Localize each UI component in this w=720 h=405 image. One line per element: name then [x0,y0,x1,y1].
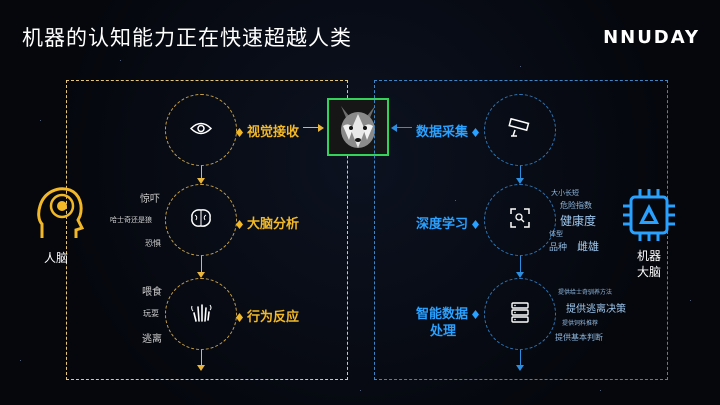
deep-learning-node [484,184,556,256]
human-brain-panel [66,80,348,380]
step-label: 行为反应 [236,306,299,325]
scan-icon [510,208,530,232]
step-label: 深度学习 [416,213,480,232]
slide-title: 机器的认知能力正在快速超越人类 [22,26,352,50]
brand-logo: NNUDAY [603,27,700,48]
flow-arrow [197,365,205,371]
analysis-node [165,184,237,256]
data-collection-node [484,94,556,166]
husky-photo [327,98,389,156]
learning-word: 危险指数 [560,201,592,210]
star [520,66,521,67]
flow-line [201,256,202,273]
learning-word: 品种 [549,243,568,253]
flow-arrow [197,272,205,278]
analysis-word: 哈士奇还是狼 [110,216,152,224]
star [300,30,301,31]
chip-icon [622,188,676,246]
data-processing-node [484,278,556,350]
flow-line [201,166,202,180]
star [250,225,251,226]
eye-icon [189,121,213,140]
processing-word: 提供基本判断 [555,333,603,342]
step-label: 大脑分析 [236,213,299,232]
reaction-word: 逃离 [142,334,162,345]
reaction-word: 玩耍 [143,309,159,318]
head-target-icon [36,184,85,248]
reaction-word: 喂食 [142,287,162,298]
step-label: 数据采集 [416,121,480,140]
processing-word: 提供饲料推荐 [562,320,599,327]
star [20,360,21,361]
hand-wave-icon [190,301,212,327]
human-brain-label: 人脑 [44,251,69,265]
flow-arrow [516,365,524,371]
flow-line [520,166,521,180]
brain-icon [189,208,213,232]
connector [396,127,412,128]
camera-icon [507,117,533,142]
processing-word: 提供给士奇驯养方法 [558,289,613,296]
learning-word: 大小长短 [551,189,579,197]
step-label: 视觉接收 [236,121,299,140]
connector-arrow [318,124,324,132]
star [690,300,691,301]
connector-arrow [391,124,397,132]
step-label: 智能数据 处理 [416,306,480,340]
star [40,120,41,121]
reaction-node [165,278,237,350]
flow-arrow [516,272,524,278]
flow-line [520,256,521,273]
learning-word: 健康度 [560,214,597,228]
star [600,390,601,391]
star [120,60,121,61]
star [360,390,361,391]
machine-brain-label: 机器大脑 [637,249,662,279]
vision-node [165,94,237,166]
analysis-word: 惊吓 [140,194,160,205]
analysis-word: 恐惧 [145,239,161,248]
processing-word: 提供逃离决策 [566,304,626,315]
star [455,200,456,201]
learning-word: 体型 [549,230,563,238]
flow-line [520,350,521,366]
flow-arrow [197,178,205,184]
database-icon [509,301,531,327]
connector [303,127,319,128]
learning-word: 雌雄 [577,240,599,253]
flow-line [201,350,202,366]
flow-arrow [516,178,524,184]
